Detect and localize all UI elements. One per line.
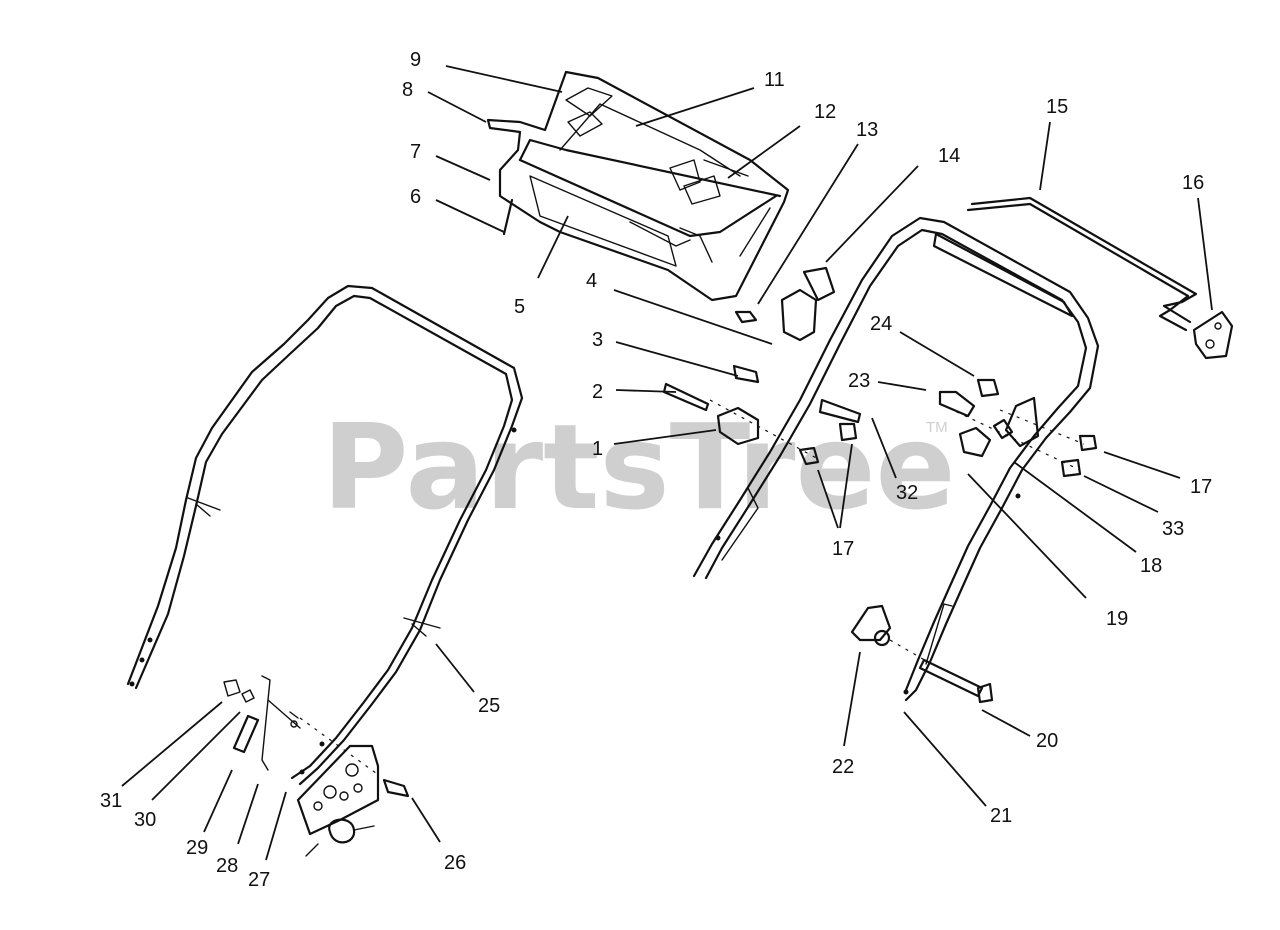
callout-16: 16: [1182, 172, 1204, 194]
callout-26: 26: [444, 852, 466, 874]
callout-12: 12: [814, 101, 836, 123]
callout-18: 18: [1140, 555, 1162, 577]
callout-28: 28: [216, 855, 238, 877]
callout-2: 2: [592, 381, 603, 403]
callout-20: 20: [1036, 730, 1058, 752]
callout-32: 32: [896, 482, 918, 504]
callout-labels: 9 8 7 6 5 11 12 13 14 15 16 4 3 2 1 24 2…: [100, 49, 1212, 891]
callout-13: 13: [856, 119, 878, 141]
callout-21: 21: [990, 805, 1012, 827]
callout-29: 29: [186, 837, 208, 859]
callout-22: 22: [832, 756, 854, 778]
callout-19: 19: [1106, 608, 1128, 630]
upper-handle: [692, 216, 1100, 702]
callout-15: 15: [1046, 96, 1068, 118]
callout-27: 27: [248, 869, 270, 891]
callout-9: 9: [410, 49, 421, 71]
callout-1: 1: [592, 438, 603, 460]
callout-7: 7: [410, 141, 421, 163]
callout-4: 4: [586, 270, 597, 292]
callout-3: 3: [592, 329, 603, 351]
callout-11: 11: [764, 69, 785, 91]
callout-25: 25: [478, 695, 500, 717]
callout-33: 33: [1162, 518, 1184, 540]
grass-bag-assembly: [486, 70, 790, 302]
callout-31: 31: [100, 790, 122, 812]
callout-17-right: 17: [1190, 476, 1212, 498]
watermark-trademark: TM: [926, 419, 948, 436]
callout-14: 14: [938, 145, 960, 167]
lower-handle: [126, 284, 524, 786]
watermark: PartsTree: [322, 398, 956, 536]
callout-24: 24: [870, 313, 892, 335]
handle-bracket-assembly: [223, 675, 410, 857]
bail-bar: [966, 196, 1234, 360]
callout-6: 6: [410, 186, 421, 208]
leader-lines: [121, 65, 1213, 861]
callout-30: 30: [134, 809, 156, 831]
control-knob-assembly: [662, 266, 862, 466]
handle-hardware-right: [938, 378, 1098, 478]
callout-8: 8: [402, 79, 413, 101]
handle-knob-and-bolt: [850, 604, 994, 704]
callout-5: 5: [514, 296, 525, 318]
callout-17-center: 17: [832, 538, 854, 560]
callout-23: 23: [848, 370, 870, 392]
